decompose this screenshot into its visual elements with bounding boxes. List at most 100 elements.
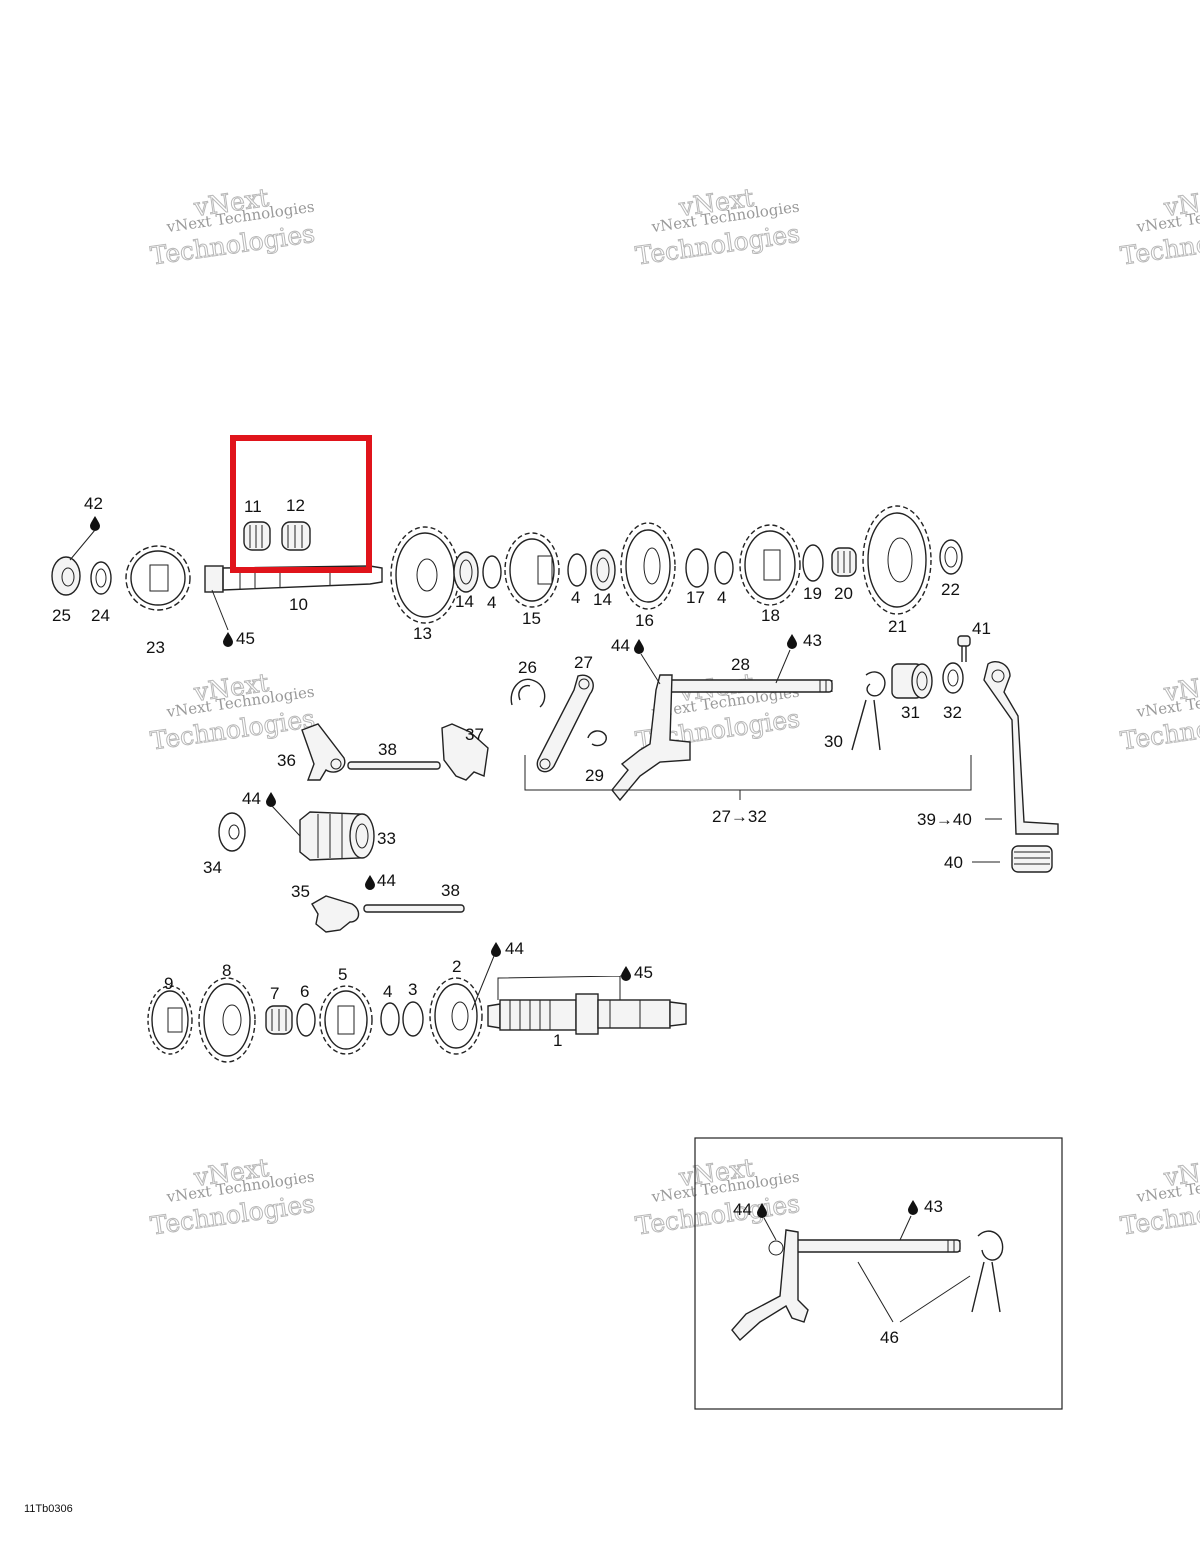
label-25: 25 <box>52 606 71 625</box>
label-43b: 43 <box>924 1197 943 1216</box>
circlip-part-4b <box>567 553 587 587</box>
seal-part-25 <box>51 556 81 596</box>
washer-part-32 <box>942 662 964 694</box>
top-row-labels: 42 25 24 23 45 11 12 10 13 14 4 15 4 14 … <box>52 494 960 657</box>
label-4b: 4 <box>571 588 580 607</box>
watermark-mid-left: vNext Technologies vNext Technologies <box>148 667 317 756</box>
lever-part-27 <box>536 674 594 773</box>
label-43a: 43 <box>803 631 822 650</box>
label-41: 41 <box>972 619 991 638</box>
gearshift-labels: 26 27 44 28 43 29 30 31 32 41 27→32 39→4… <box>518 619 991 872</box>
label-44e: 44 <box>733 1200 752 1219</box>
bushing-part-14b <box>590 549 616 591</box>
label-36: 36 <box>277 751 296 770</box>
watermark-text: vNext <box>1161 1153 1200 1192</box>
label-26: 26 <box>518 658 537 677</box>
bearing-part-7 <box>265 1005 293 1035</box>
label-18: 18 <box>761 606 780 625</box>
watermark-top-right: vNext Technologies vNext Technologies <box>1118 182 1200 271</box>
label-33: 33 <box>377 829 396 848</box>
gear-part-2 <box>429 977 483 1055</box>
label-32: 32 <box>943 703 962 722</box>
label-35: 35 <box>291 882 310 901</box>
shift-drum-part-33 <box>299 811 375 861</box>
bolt-part-41 <box>957 635 971 662</box>
washer-part-19 <box>802 544 824 582</box>
label-34: 34 <box>203 858 222 877</box>
grease-drop-icon <box>787 634 797 649</box>
gear-part-8 <box>198 977 256 1063</box>
watermark-top-center: vNext Technologies vNext Technologies <box>633 182 802 271</box>
label-30: 30 <box>824 732 843 751</box>
label-4d: 4 <box>383 982 392 1001</box>
grease-drop-icon <box>634 639 644 654</box>
label-44b: 44 <box>242 789 261 808</box>
gear-part-16 <box>620 522 676 610</box>
inset-labels: 44 43 46 <box>733 1197 943 1347</box>
label-4a: 4 <box>487 593 496 612</box>
label-46: 46 <box>880 1328 899 1347</box>
label-38b: 38 <box>441 881 460 900</box>
grease-drop-icon <box>90 516 100 531</box>
washer-part-6 <box>296 1003 316 1037</box>
watermark-bottom-right: vNext Technologies vNext Technologies <box>1118 1152 1200 1241</box>
label-7: 7 <box>270 984 279 1003</box>
watermark-bottom-center: vNext Technologies vNext Technologies <box>633 1152 802 1241</box>
label-8: 8 <box>222 961 231 980</box>
label-38a: 38 <box>378 740 397 759</box>
washer-part-34 <box>218 812 246 852</box>
label-44c: 44 <box>377 871 396 890</box>
spring-part-30 <box>851 671 886 751</box>
mainshaft-part-1 <box>487 993 687 1035</box>
watermark-text: vNext <box>1161 668 1200 707</box>
fork-rod-part-38a <box>347 761 441 770</box>
washer-part-24 <box>90 561 112 595</box>
label-15: 15 <box>522 609 541 628</box>
label-3: 3 <box>408 980 417 999</box>
label-20: 20 <box>834 584 853 603</box>
label-14a: 14 <box>455 592 474 611</box>
shift-shaft-part-28 <box>611 674 833 802</box>
gear-part-15 <box>504 532 560 608</box>
bushing-part-14a <box>453 551 479 593</box>
label-16: 16 <box>635 611 654 630</box>
sprocket-part-23 <box>125 545 191 611</box>
label-21: 21 <box>888 617 907 636</box>
bearing-part-12 <box>281 521 311 551</box>
grease-drop-icon <box>908 1200 918 1215</box>
grease-drop-icon <box>491 942 501 957</box>
label-45b: 45 <box>634 963 653 982</box>
label-37: 37 <box>465 725 484 744</box>
label-6: 6 <box>300 982 309 1001</box>
gear-part-5 <box>319 985 373 1055</box>
label-28: 28 <box>731 655 750 674</box>
label-2: 2 <box>452 957 461 976</box>
gearshift-mechanism <box>510 635 1059 873</box>
label-19: 19 <box>803 584 822 603</box>
part-29 <box>587 730 607 747</box>
label-29: 29 <box>585 766 604 785</box>
label-22: 22 <box>941 580 960 599</box>
gear-part-9 <box>147 985 193 1055</box>
label-42: 42 <box>84 494 103 513</box>
label-40: 40 <box>944 853 963 872</box>
shift-fork-part-36 <box>301 723 346 781</box>
label-9: 9 <box>164 974 173 993</box>
label-1: 1 <box>553 1031 562 1050</box>
label-45a: 45 <box>236 629 255 648</box>
shift-fork-part-37 <box>441 723 489 781</box>
label-12: 12 <box>286 496 305 515</box>
washer-part-22 <box>939 539 963 575</box>
label-4c: 4 <box>717 588 726 607</box>
circlip-part-4d <box>380 1002 400 1036</box>
grease-drop-icon <box>266 792 276 807</box>
label-5: 5 <box>338 965 347 984</box>
watermark-top-left: vNext Technologies vNext Technologies <box>148 182 317 271</box>
circlip-part-4a <box>482 555 502 589</box>
label-11: 11 <box>244 497 262 516</box>
highlight-box <box>230 435 372 573</box>
label-31: 31 <box>901 703 920 722</box>
bearing-part-11 <box>243 521 271 551</box>
grease-drop-icon <box>223 632 233 647</box>
